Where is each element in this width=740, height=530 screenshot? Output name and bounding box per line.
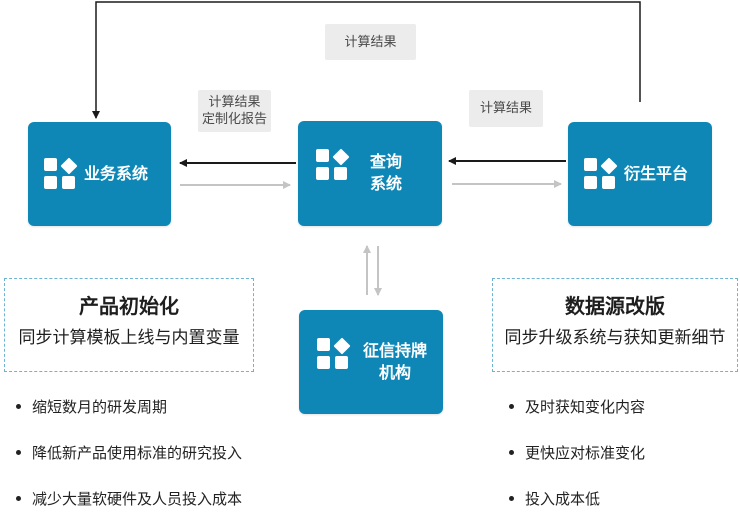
node-credit-agency-label: 征信持牌 机构 <box>362 341 427 382</box>
right-bullet-text: 投入成本低 <box>525 489 601 508</box>
edge-label-top-feedback: 计算结果 <box>325 24 416 60</box>
node-credit-agency[interactable]: 征信持牌 机构 <box>299 310 443 414</box>
edge-label-top-feedback-text: 计算结果 <box>344 34 397 50</box>
left-bullet-item: 降低新产品使用标准的研究投入 <box>16 429 242 475</box>
node-query-system-label: 查询 系统 <box>369 152 402 193</box>
bullet-dot-icon <box>509 449 514 455</box>
left-bullet-item: 减少大量软硬件及人员投入成本 <box>16 475 242 521</box>
left-panel-title: 产品初始化 <box>79 294 179 318</box>
node-derivative-platform[interactable]: 衍生平台 <box>568 122 712 226</box>
right-panel-datasource-revision: 数据源改版 同步升级系统与获知更新细节 <box>492 278 738 372</box>
right-bullet-text: 更快应对标准变化 <box>525 443 646 462</box>
feedback-loop-arrow <box>92 1 641 119</box>
left-bullet-text: 减少大量软硬件及人员投入成本 <box>32 489 243 508</box>
bullet-dot-icon <box>509 403 514 409</box>
bullet-dot-icon <box>509 495 514 501</box>
grid-app-icon <box>317 337 351 370</box>
right-bullet-item: 更快应对标准变化 <box>509 429 645 475</box>
node-business-system[interactable]: 业务系统 <box>28 122 171 226</box>
right-panel-title: 数据源改版 <box>565 294 665 318</box>
edge-label-to-query-text: 计算结果 <box>479 101 532 116</box>
node-business-system-label: 业务系统 <box>84 164 149 183</box>
bullet-dot-icon <box>16 449 21 455</box>
edge-label-to-business-text: 计算结果 定制化报告 <box>201 95 267 127</box>
bullet-dot-icon <box>16 403 21 409</box>
right-bullet-list: 及时获知变化内容 更快应对标准变化 投入成本低 <box>509 383 645 521</box>
right-panel-subtitle: 同步升级系统与获知更新细节 <box>504 328 726 348</box>
left-bullet-text: 缩短数月的研发周期 <box>32 397 168 416</box>
right-bullet-item: 投入成本低 <box>509 475 645 521</box>
node-query-system[interactable]: 查询 系统 <box>298 121 442 226</box>
left-panel-subtitle: 同步计算模板上线与内置变量 <box>18 328 240 348</box>
right-bullet-text: 及时获知变化内容 <box>525 397 646 416</box>
edge-label-to-query: 计算结果 <box>469 90 543 127</box>
left-bullet-list: 缩短数月的研发周期 降低新产品使用标准的研究投入 减少大量软硬件及人员投入成本 <box>16 383 242 521</box>
grid-app-icon <box>44 157 78 190</box>
left-bullet-text: 降低新产品使用标准的研究投入 <box>32 443 243 462</box>
grid-app-icon <box>316 148 350 181</box>
node-derivative-platform-label: 衍生平台 <box>624 164 689 183</box>
bullet-dot-icon <box>16 495 21 501</box>
edge-label-to-business: 计算结果 定制化报告 <box>198 90 271 132</box>
left-bullet-item: 缩短数月的研发周期 <box>16 383 242 429</box>
right-bullet-item: 及时获知变化内容 <box>509 383 645 429</box>
grid-app-icon <box>584 157 618 190</box>
left-panel-product-init: 产品初始化 同步计算模板上线与内置变量 <box>4 278 254 372</box>
